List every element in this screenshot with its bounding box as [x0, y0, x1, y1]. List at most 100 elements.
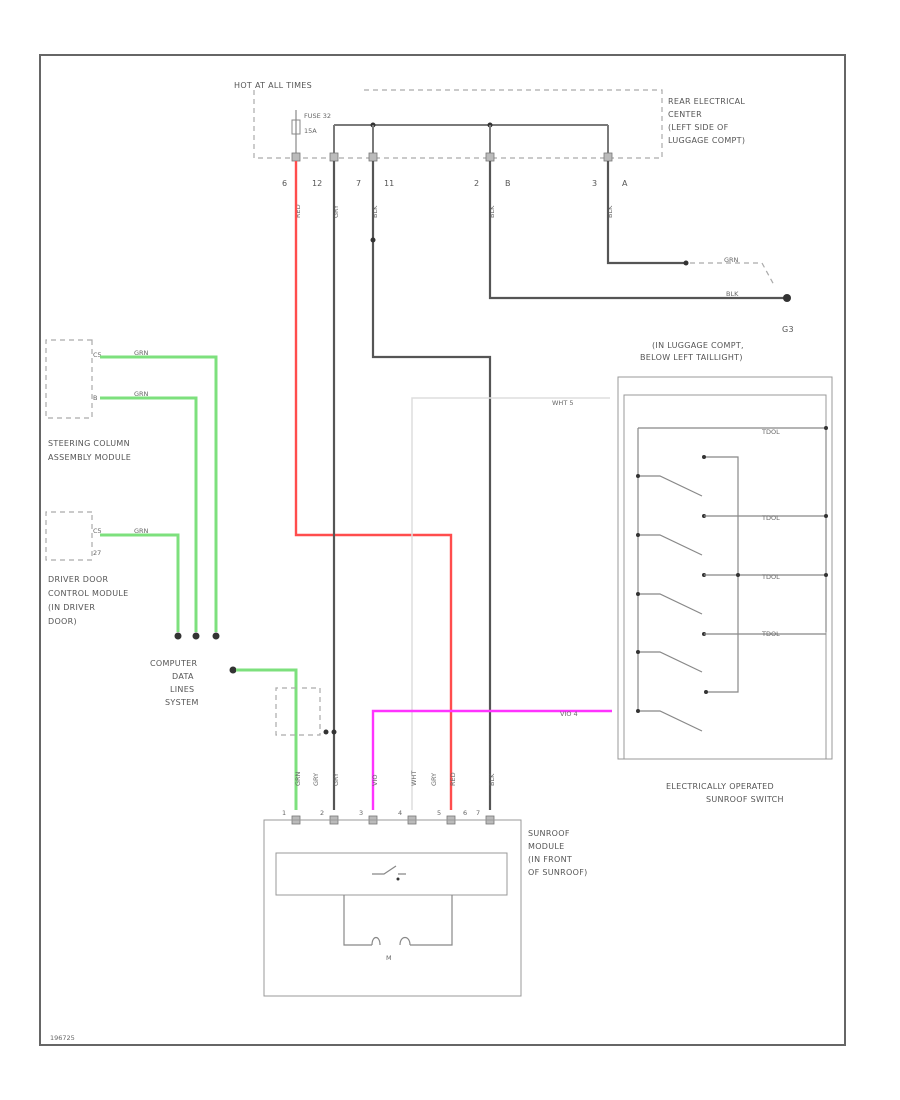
bus-drops [333, 125, 609, 158]
rear-center-label-4: LUGGAGE COMPT) [668, 136, 745, 145]
black-wire-pin7 [371, 161, 492, 810]
driver-door-label-1: DRIVER DOOR [48, 575, 108, 584]
switch-out-code-2: TDOL [761, 514, 780, 522]
switch-contacts [636, 455, 708, 732]
top-connector-terminals [291, 152, 613, 162]
cdls-label-1: COMPUTER [150, 659, 198, 668]
bottom-code-4: VIO [371, 775, 379, 786]
pin-label-2: 2 [474, 179, 479, 188]
pin-label-3: 3 [592, 179, 597, 188]
switch-out-code-3: TDOL [761, 573, 780, 581]
sunroof-module-label-1: SUNROOF [528, 829, 570, 838]
switch-outputs [704, 515, 826, 635]
hot-at-all-times-label: HOT AT ALL TIMES [234, 81, 312, 90]
sunroof-module-box [263, 819, 522, 997]
steering-label-2: ASSEMBLY MODULE [48, 453, 131, 462]
driver-door-label-3: (IN DRIVER [48, 603, 95, 612]
bottom-code-6: RED [449, 772, 457, 786]
cdls-node-1 [174, 632, 182, 640]
g3-ground-point [783, 294, 791, 302]
steering-column-module-box [45, 339, 93, 419]
violet-wire [371, 709, 612, 810]
pin-label-a: A [622, 179, 628, 188]
pin-label-6: 6 [282, 179, 287, 188]
motor-label: M [386, 954, 392, 962]
rear-center-label-2: CENTER [668, 110, 702, 119]
wire-code-green3: GRN [134, 527, 149, 535]
rear-center-label-3: (LEFT SIDE OF [668, 123, 729, 132]
green-wire-3 [100, 533, 180, 632]
wire-code-top-red: RED [294, 204, 302, 218]
module-internal-switch [372, 865, 406, 875]
vio-pin-label: VIO 4 [560, 710, 578, 718]
module-pin-4: 4 [398, 809, 402, 817]
fuse-label: FUSE 32 [304, 112, 331, 120]
ground-wire-a-dot [683, 260, 689, 266]
bottom-code-3: GRY [332, 773, 340, 786]
ground-wire-b [488, 161, 785, 300]
wht-pin-label: WHT 5 [552, 399, 574, 407]
green-wire-1 [100, 355, 218, 632]
wire-code-top-blk: BLK [371, 205, 379, 218]
bottom-code-5: WHT [410, 771, 418, 786]
module-pin-7: 7 [476, 809, 480, 817]
driver-door-label-4: DOOR) [48, 617, 77, 626]
switch-out-node-1 [824, 426, 828, 430]
module-pin-1: 1 [282, 809, 286, 817]
cdls-label-3: LINES [170, 685, 194, 694]
bottom-code-7: BLK [488, 773, 496, 786]
switch-out-node-2 [824, 514, 828, 518]
door-pin-c5: C5 [93, 527, 102, 535]
wire-code-top-blk3: BLK [606, 205, 614, 218]
module-pin-3: 3 [359, 809, 363, 817]
white-wire [411, 397, 610, 810]
motor-circuit [343, 895, 453, 946]
ground-wire-a [606, 161, 686, 265]
module-pin-2: 2 [320, 809, 324, 817]
module-pin-6: 6 [463, 809, 467, 817]
g3-label: G3 [782, 325, 794, 334]
green-wire-module [236, 668, 298, 810]
fuse-body [291, 119, 301, 135]
pin-label-12: 12 [312, 179, 322, 188]
red-wire [294, 161, 453, 810]
switch-out-code-1: TDOL [761, 428, 780, 436]
sunroof-switch-inner [623, 394, 827, 759]
twisted-pair-dash [275, 687, 321, 736]
rear-electrical-center-box [253, 89, 663, 159]
driver-door-label-2: CONTROL MODULE [48, 589, 129, 598]
door-pin-27: 27 [93, 549, 101, 557]
module-switch-contact [396, 877, 400, 881]
g3-location-2: BELOW LEFT TAILLIGHT) [640, 353, 743, 362]
module-junction-2 [331, 729, 337, 735]
fuse-amp-label: 15A [304, 127, 317, 135]
cdls-node-2 [192, 632, 200, 640]
wire-code-gnd2: BLK [726, 290, 739, 298]
cdls-label-4: SYSTEM [165, 698, 199, 707]
driver-door-module-box [45, 511, 93, 561]
pin-label-7: 7 [356, 179, 361, 188]
steering-label-1: STEERING COLUMN [48, 439, 130, 448]
g3-location-1: (IN LUGGAGE COMPT, [652, 341, 744, 350]
sunroof-switch-label-1: ELECTRICALLY OPERATED [666, 782, 774, 791]
sunroof-switch-outer [617, 376, 833, 760]
cdls-node-3 [212, 632, 220, 640]
steering-pin-b: B [93, 394, 97, 402]
green-wire-2 [100, 396, 198, 632]
sunroof-module-label-2: MODULE [528, 842, 565, 851]
wire-code-green2: GRN [134, 390, 149, 398]
switch-out-node-3 [824, 573, 828, 577]
pin-label-11: 11 [384, 179, 394, 188]
sunroof-module-label-3: (IN FRONT [528, 855, 572, 864]
bottom-code-2: GRY [312, 773, 320, 786]
switch-out-node-4 [736, 573, 740, 577]
diagram-frame [39, 54, 846, 1046]
cdls-module-node [229, 666, 237, 674]
cdls-label-2: DATA [172, 672, 194, 681]
wire-code-gnd1: GRN [724, 256, 739, 264]
rear-center-label-1: REAR ELECTRICAL [668, 97, 745, 106]
wire-code-top-blk2: BLK [488, 205, 496, 218]
steering-pin-c5: C5 [93, 351, 102, 359]
module-junction-1 [323, 729, 329, 735]
